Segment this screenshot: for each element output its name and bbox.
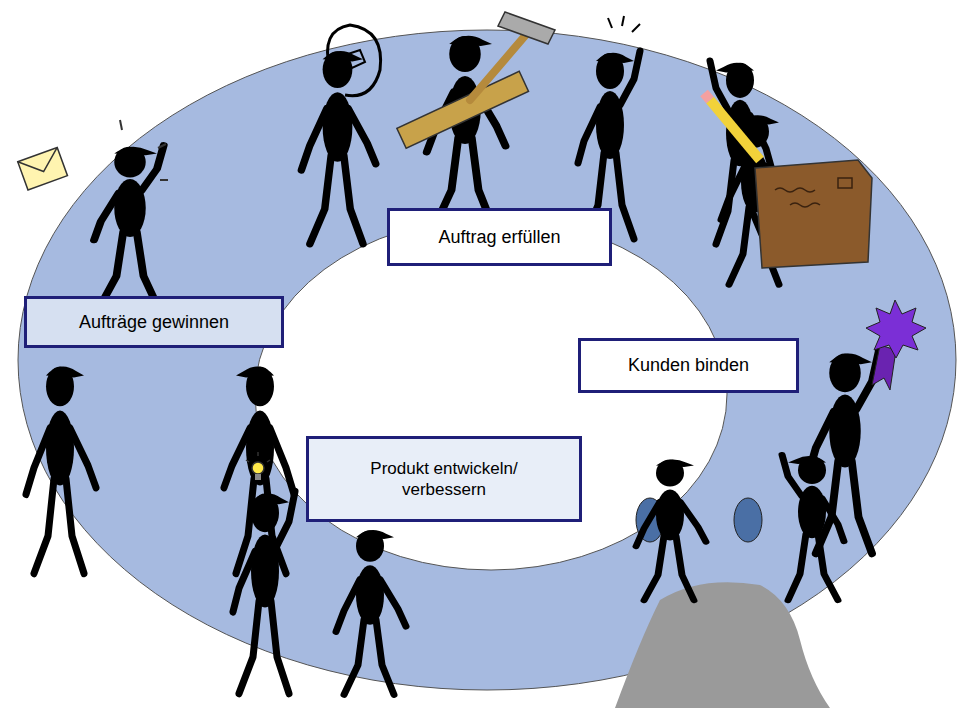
spark-marks	[608, 16, 640, 32]
figure	[26, 366, 96, 573]
backpack	[734, 498, 762, 542]
process-box: Auftrag erfüllen	[387, 208, 612, 266]
process-ring	[18, 30, 956, 690]
light-bulb	[246, 452, 270, 480]
pencil	[704, 93, 760, 160]
process-box: Produkt entwickeln/ verbessern	[306, 436, 582, 522]
rosette	[866, 300, 926, 390]
box-label: Aufträge gewinnen	[79, 311, 229, 334]
hammer	[470, 12, 555, 100]
process-box: Kunden binden	[578, 338, 799, 393]
envelope-icon	[18, 147, 68, 190]
figure	[233, 491, 295, 693]
box-label: Produkt entwickeln/ verbessern	[354, 458, 534, 501]
parcel-writing	[775, 178, 852, 207]
board	[397, 71, 529, 148]
process-box: Aufträge gewinnen	[24, 296, 284, 348]
figure	[94, 145, 164, 305]
parcel	[755, 160, 872, 268]
figure	[782, 455, 844, 601]
box-label: Kunden binden	[628, 354, 749, 377]
motion-marks	[120, 120, 168, 180]
figure	[636, 459, 706, 600]
figure	[336, 530, 406, 695]
box-label: Auftrag erfüllen	[438, 226, 560, 249]
figure	[301, 51, 375, 244]
